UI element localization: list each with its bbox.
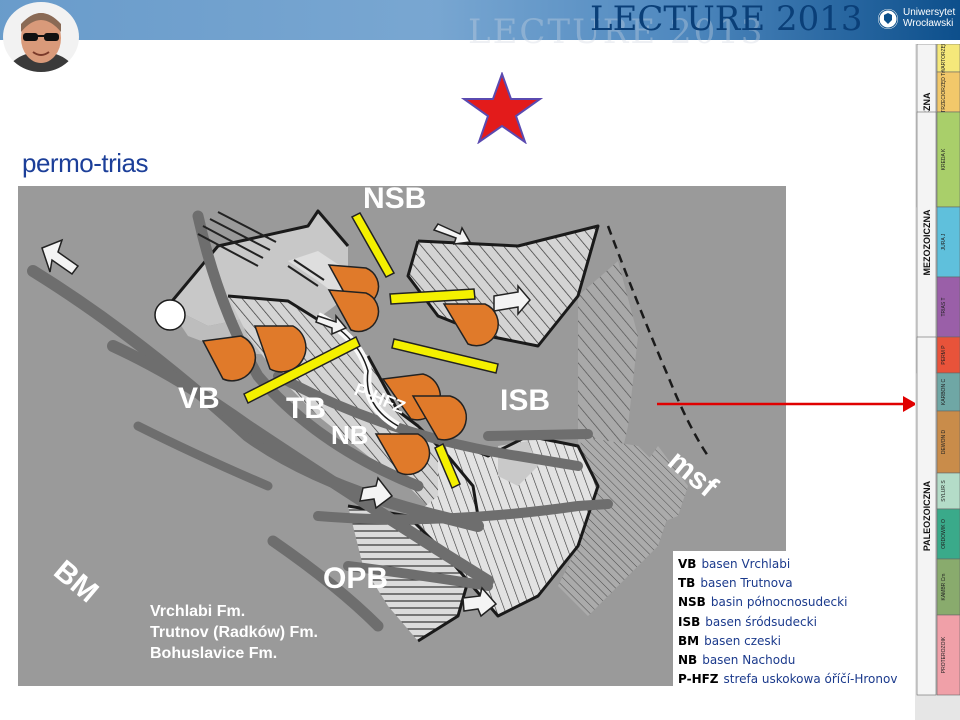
legend-row: NSB basin północnosudecki	[678, 593, 916, 612]
geological-map: NSB VB TB NB ISB P-HFZ msf BM OPB Vrchla…	[18, 186, 786, 686]
legend-description: basen Vrchlabi	[701, 557, 790, 571]
timescale-period-label: JURA J	[941, 233, 947, 250]
timescale-era-label: MEZOZOICZNA	[922, 209, 932, 275]
timescale-period-label: TRIAS T	[941, 297, 947, 316]
timescale-era-label: PALEOZOICZNA	[922, 480, 932, 551]
timescale-period-label: KARBON C	[941, 379, 947, 406]
legend-abbr: NB	[678, 651, 697, 670]
label-opb: OPB	[323, 562, 388, 595]
legend-row: P-HFZ strefa uskokowa óříčí-Hronov	[678, 670, 916, 689]
university-name: Uniwersytet Wrocławski	[903, 7, 955, 29]
legend-description: strefa uskokowa óříčí-Hronov	[724, 672, 898, 686]
presenter-avatar	[3, 2, 79, 72]
timescale-period-label: KREDA K	[941, 148, 947, 170]
timescale-period-label: TRZECIORZĘD Tr	[941, 71, 947, 113]
legend-row: NB basen Nachodu	[678, 651, 916, 670]
lecture-title: LECTURE 2013	[590, 0, 863, 40]
timescale-period-label: DEWON D	[941, 430, 947, 455]
timescale-period-label: PERM P	[941, 345, 947, 365]
label-nb: NB	[331, 420, 369, 450]
formation-trutnov: Trutnov (Radków) Fm.	[150, 624, 318, 641]
star-icon	[460, 72, 544, 144]
legend-description: basen Trutnova	[700, 576, 792, 590]
legend-description: basen Nachodu	[702, 653, 795, 667]
legend-abbr: ISB	[678, 613, 700, 632]
timescale-period-label: KAMBR Cm	[941, 574, 947, 601]
legend-abbr: NSB	[678, 593, 706, 612]
timescale-period-label: ORDOWIK O	[941, 519, 947, 549]
legend-row: ISB basen śródsudecki	[678, 613, 916, 632]
label-vb: VB	[178, 382, 220, 415]
legend-abbr: P-HFZ	[678, 670, 719, 689]
legend-description: basen czeski	[704, 634, 781, 648]
label-tb: TB	[286, 392, 326, 425]
legend-row: TB basen Trutnova	[678, 574, 916, 593]
legend-abbr: VB	[678, 555, 696, 574]
timescale-period-label: PROTEROZOIK	[941, 636, 947, 673]
timescale-period-label: SYLUR S	[941, 480, 947, 502]
slide-subtitle: permo-trias	[22, 148, 148, 179]
university-name-line2: Wrocławski	[903, 18, 955, 29]
label-nsb: NSB	[363, 186, 426, 215]
university-logo-icon	[878, 9, 898, 29]
legend-abbr: BM	[678, 632, 699, 651]
formation-vrchlabi: Vrchlabi Fm.	[150, 603, 245, 620]
legend-description: basen śródsudecki	[705, 615, 817, 629]
legend-abbr: TB	[678, 574, 695, 593]
university-name-line1: Uniwersytet	[903, 7, 955, 18]
legend-row: BM basen czeski	[678, 632, 916, 651]
pointer-arrow-icon	[655, 392, 920, 416]
legend-description: basin północnosudecki	[711, 595, 848, 609]
label-isb: ISB	[500, 384, 550, 417]
formation-bohuslavice: Bohuslavice Fm.	[150, 645, 277, 662]
legend-row: VB basen Vrchlabi	[678, 555, 916, 574]
